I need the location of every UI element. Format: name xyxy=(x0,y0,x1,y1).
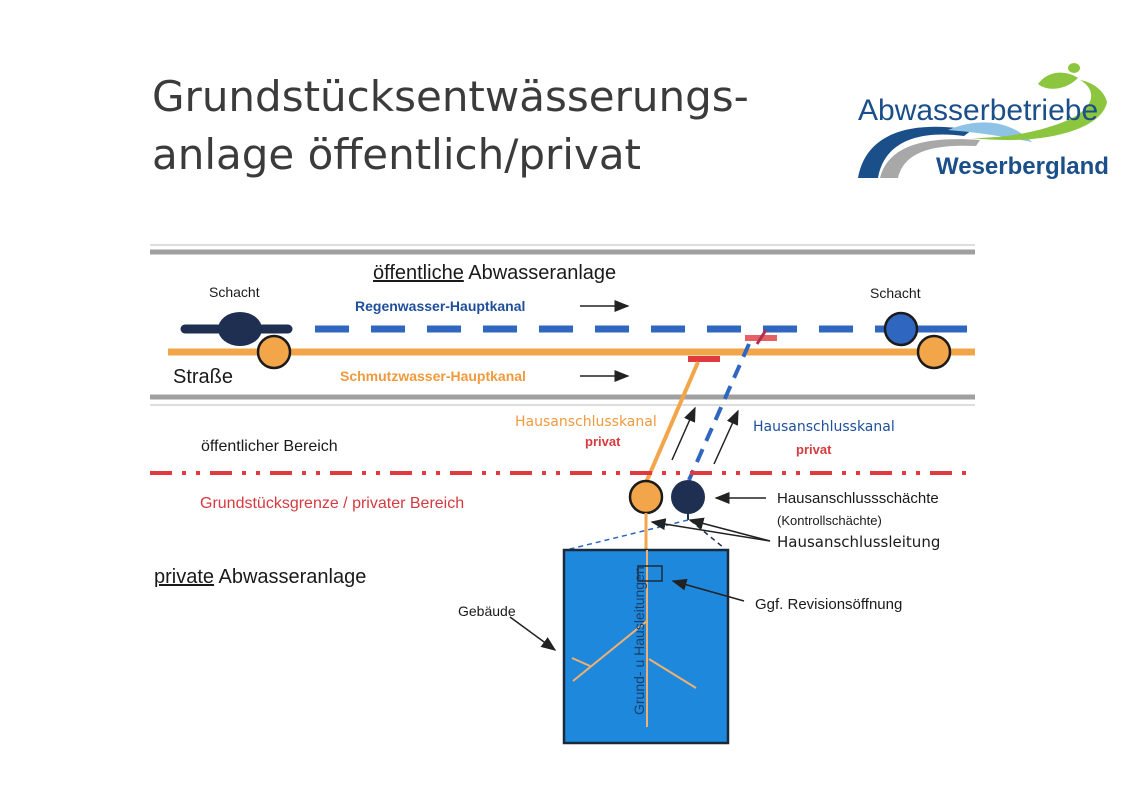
logo-text-line-2: Weserbergland xyxy=(936,153,1109,180)
inspection-shafts-label: Hausanschlussschächte xyxy=(777,490,939,507)
house-connection-rain-pipe xyxy=(687,343,751,481)
title-line-1: Grundstücksentwässerungs- xyxy=(152,72,749,121)
page-title: Grundstücksentwässerungs- anlage öffentl… xyxy=(152,68,749,184)
building-pointer-arrow xyxy=(509,616,557,651)
schacht-left-label: Schacht xyxy=(209,284,260,300)
road-top-edge xyxy=(150,244,975,255)
logo-dark-blue-swoosh xyxy=(858,126,972,178)
revision-opening xyxy=(637,565,663,582)
revision-opening-label: Ggf. Revisionsöffnung xyxy=(755,596,903,613)
building-label: Gebäude xyxy=(458,603,516,619)
public-heading-rest: Abwasseranlage xyxy=(463,262,617,284)
building-internal-pipes xyxy=(571,550,697,727)
inspection-shaft-waste xyxy=(628,479,664,515)
manhole-left-rain xyxy=(180,312,293,346)
private-heading-rest: Abwasseranlage xyxy=(214,566,367,588)
road-bottom-edge xyxy=(150,394,975,406)
inspection-shafts-sublabel: (Kontrollschächte) xyxy=(777,513,882,528)
house-connection-orange-private: privat xyxy=(585,434,621,449)
public-area-label: öffentlicher Bereich xyxy=(201,438,338,455)
manhole-right-rain xyxy=(883,311,919,347)
private-system-heading: private Abwasseranlage xyxy=(154,566,366,589)
house-line-label: Hausanschlussleitung xyxy=(777,533,941,551)
logo-text-line-1: Abwasserbetriebe xyxy=(858,94,1098,127)
house-connection-waste-pipe xyxy=(643,361,700,486)
manhole-right-waste xyxy=(916,334,952,370)
schacht-right-label: Schacht xyxy=(870,285,921,301)
revision-pointer-arrow xyxy=(671,578,745,602)
wastewater-main-label: Schmutzwasser-Hauptkanal xyxy=(340,368,526,384)
house-line-rain-right xyxy=(689,519,725,549)
up-arrow-rain xyxy=(713,409,739,465)
house-connection-blue-label: Hausanschlusskanal xyxy=(753,419,895,435)
inspection-shaft-rain xyxy=(671,480,705,514)
property-boundary-label: Grundstücksgrenze / privater Bereich xyxy=(200,495,465,512)
company-logo: Abwasserbetriebe Weserbergland xyxy=(858,63,1109,180)
house-connection-orange-label: Hausanschlusskanal xyxy=(515,414,657,430)
manhole-left-waste xyxy=(256,334,292,370)
house-connection-blue-private: privat xyxy=(796,442,832,457)
rainwater-main-label: Regenwasser-Hauptkanal xyxy=(355,298,526,314)
private-heading-underlined: private xyxy=(154,566,215,588)
logo-leaf-icon xyxy=(1038,72,1078,89)
public-heading-underlined: öffentliche xyxy=(373,262,464,284)
title-line-2: anlage öffentlich/privat xyxy=(152,130,642,179)
up-arrow-waste xyxy=(671,406,696,461)
logo-leaf-small-icon xyxy=(1068,63,1080,73)
logo-grey-swoosh xyxy=(880,139,980,178)
public-system-heading: öffentliche Abwasseranlage xyxy=(373,262,616,285)
street-label: Straße xyxy=(173,366,234,388)
internal-pipes-label: Grund- u Hausleitungen xyxy=(631,566,647,715)
logo-green-swoosh xyxy=(972,80,1107,141)
waste-connection-marker xyxy=(688,356,720,362)
